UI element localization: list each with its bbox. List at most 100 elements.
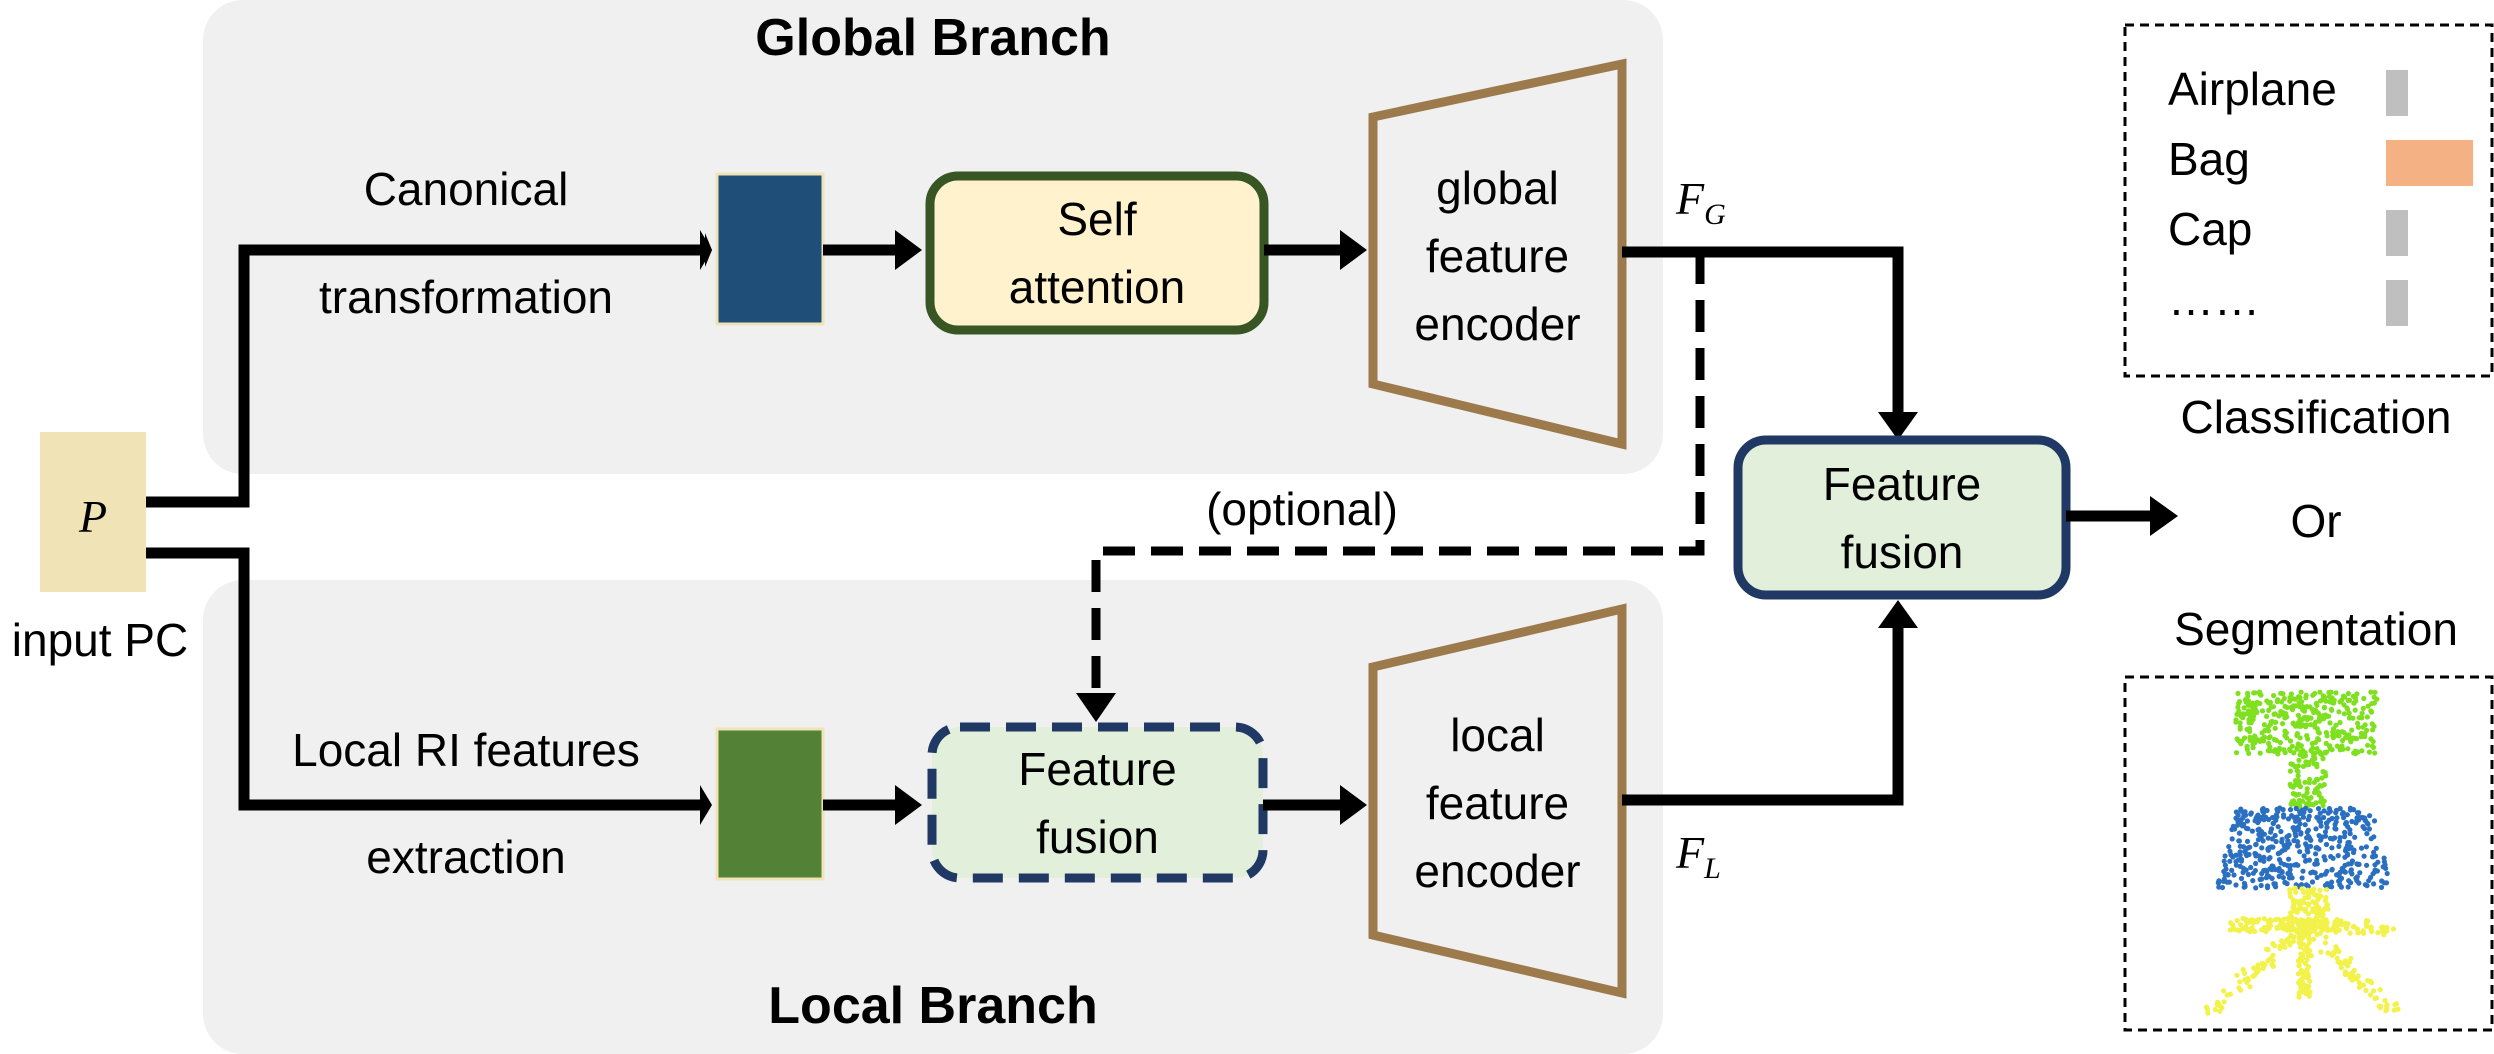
seg-point-back <box>2312 750 2318 756</box>
seg-point-seat <box>2249 828 2255 834</box>
seg-point-back <box>2370 744 2377 751</box>
seg-point-leg <box>2230 922 2236 928</box>
seg-point-leg <box>2365 978 2371 984</box>
seg-point-back <box>2247 737 2253 743</box>
seg-point-seat <box>2242 884 2248 890</box>
seg-point-seat <box>2285 863 2291 869</box>
arrowhead-outputs <box>2150 496 2178 536</box>
seg-point-seat <box>2364 831 2370 837</box>
seg-point-back <box>2300 707 2306 713</box>
seg-point-back <box>2292 696 2299 702</box>
seg-point-leg <box>2382 997 2388 1004</box>
class-score-bar-1 <box>2386 140 2474 186</box>
seg-point-back <box>2315 729 2321 735</box>
seg-point-base <box>2291 908 2297 914</box>
class-label-3: …… <box>2168 273 2260 325</box>
seg-point-back <box>2318 751 2324 757</box>
seg-point-back <box>2276 713 2282 719</box>
seg-point-seat <box>2269 836 2275 842</box>
seg-point-seat <box>2327 808 2333 815</box>
seg-point-back <box>2267 734 2273 740</box>
seg-point-leg <box>2308 953 2314 959</box>
arrowhead-global-in <box>700 230 712 270</box>
seg-point-seat <box>2225 872 2231 878</box>
seg-point-leg <box>2392 1002 2398 1008</box>
seg-point-back <box>2365 742 2371 748</box>
seg-point-back <box>2342 694 2348 700</box>
seg-point-seat <box>2278 828 2284 835</box>
seg-point-back <box>2253 707 2259 714</box>
seg-point-back <box>2313 776 2320 783</box>
seg-point-seat <box>2235 818 2241 825</box>
seg-point-seat <box>2343 845 2349 852</box>
seg-point-back <box>2257 700 2263 707</box>
seg-point-back <box>2296 757 2302 763</box>
seg-point-seat <box>2347 831 2353 837</box>
seg-point-base <box>2311 886 2317 892</box>
seg-point-seat <box>2237 852 2243 858</box>
seg-point-leg <box>2363 987 2369 994</box>
seg-point-seat <box>2321 854 2327 860</box>
seg-point-leg <box>2307 978 2313 984</box>
seg-point-back <box>2308 747 2314 754</box>
canonical-label: Canonical <box>363 163 569 215</box>
seg-point-leg <box>2356 984 2362 990</box>
seg-point-seat <box>2308 870 2314 876</box>
seg-point-leg <box>2344 959 2350 965</box>
seg-point-leg <box>2227 991 2233 997</box>
seg-point-back <box>2369 721 2375 727</box>
seg-point-seat <box>2281 812 2287 818</box>
seg-point-seat <box>2307 837 2314 843</box>
seg-point-base <box>2287 887 2293 893</box>
seg-point-back <box>2352 707 2358 713</box>
seg-point-leg <box>2240 966 2246 973</box>
seg-point-leg <box>2379 928 2385 934</box>
seg-point-base <box>2322 898 2328 904</box>
seg-point-back <box>2312 721 2318 727</box>
seg-point-seat <box>2318 837 2324 843</box>
seg-point-back <box>2349 727 2355 733</box>
seg-point-seat <box>2347 805 2354 811</box>
seg-point-back <box>2362 722 2368 728</box>
seg-point-seat <box>2222 862 2228 868</box>
seg-point-seat <box>2239 823 2245 829</box>
seg-point-base <box>2296 901 2303 907</box>
seg-point-seat <box>2352 834 2358 840</box>
seg-point-back <box>2341 702 2347 708</box>
seg-point-leg <box>2297 944 2303 950</box>
seg-point-seat <box>2384 870 2390 877</box>
seg-point-seat <box>2268 844 2274 850</box>
seg-point-seat <box>2253 885 2259 891</box>
seg-point-seat <box>2362 882 2368 888</box>
seg-point-seat <box>2298 831 2304 837</box>
seg-point-back <box>2333 722 2339 728</box>
segmentation-point-cloud <box>2203 689 2401 1016</box>
seg-point-seat <box>2359 814 2365 821</box>
seg-point-back <box>2292 782 2298 788</box>
seg-point-seat <box>2298 882 2305 888</box>
seg-point-back <box>2283 730 2289 736</box>
seg-point-back <box>2370 727 2376 733</box>
seg-point-base <box>2298 906 2304 912</box>
seg-point-back <box>2350 715 2356 721</box>
seg-point-back <box>2252 733 2258 739</box>
seg-point-seat <box>2349 858 2355 864</box>
seg-point-leg <box>2277 943 2283 949</box>
local-ri-features-label: Local RI features <box>292 724 640 776</box>
seg-point-back <box>2241 705 2247 711</box>
seg-point-leg <box>2286 939 2292 945</box>
seg-point-seat <box>2260 838 2266 844</box>
local-fusion-label: Feature fusion <box>1018 742 1177 863</box>
seg-point-seat <box>2316 815 2322 821</box>
seg-point-back <box>2259 736 2265 742</box>
seg-point-back <box>2321 782 2327 788</box>
seg-point-leg <box>2299 969 2305 975</box>
seg-point-base <box>2317 913 2323 919</box>
seg-point-leg <box>2347 930 2353 936</box>
seg-point-seat <box>2301 809 2307 816</box>
seg-point-seat <box>2364 862 2370 868</box>
seg-point-leg <box>2300 935 2306 941</box>
seg-point-back <box>2278 708 2284 715</box>
seg-point-seat <box>2303 882 2309 888</box>
seg-point-leg <box>2247 984 2253 990</box>
